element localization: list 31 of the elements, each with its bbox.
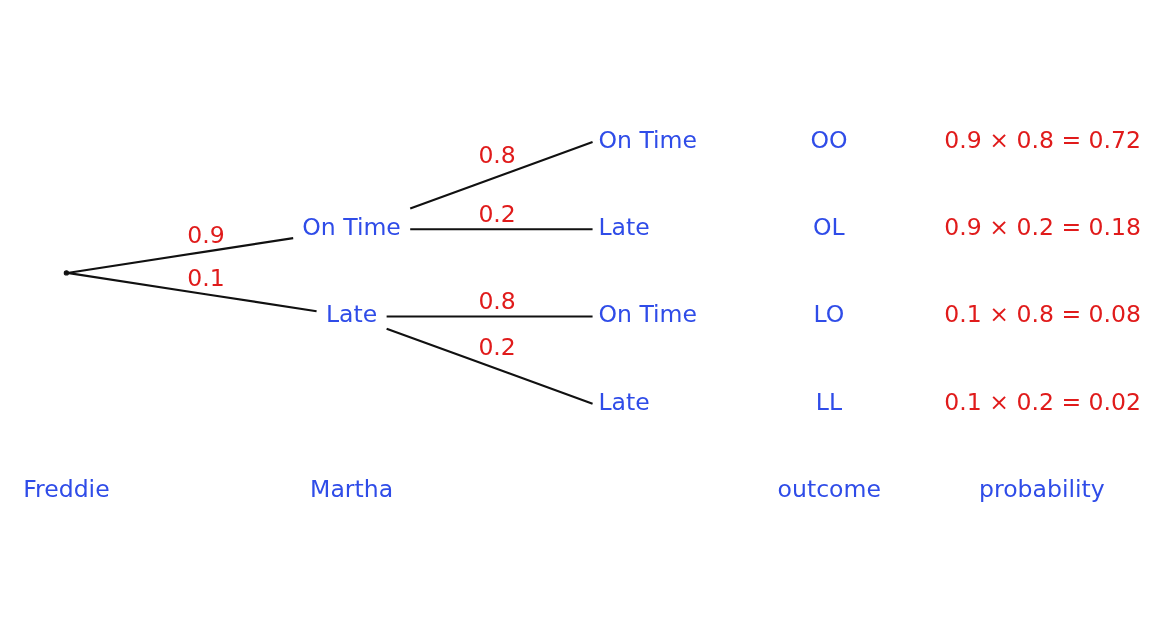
edge-label: 0.1 — [187, 263, 225, 292]
connector — [409, 141, 593, 210]
node-text: Late — [598, 213, 650, 242]
node-text: Late — [325, 300, 378, 329]
connector — [68, 272, 317, 313]
node-text: On Time — [302, 213, 401, 242]
node-label: 0.9 × 0.8 = 0.72 — [944, 125, 1142, 154]
node-label: LO — [813, 300, 845, 329]
edge-label: 0.2 — [478, 333, 516, 362]
node-label: OL — [812, 213, 845, 242]
node-label: OO — [810, 125, 848, 154]
label: Freddie — [23, 474, 110, 503]
node-label: 0.9 × 0.2 = 0.18 — [944, 213, 1142, 242]
edge-label: 0.8 — [478, 141, 516, 170]
connector — [410, 228, 593, 231]
edge-label: 0.9 — [187, 221, 225, 250]
node-text: Late — [598, 387, 650, 416]
node-text: On Time — [598, 125, 698, 154]
connector — [386, 315, 593, 318]
label: outcome — [777, 474, 881, 503]
connector — [386, 327, 593, 405]
connector — [68, 237, 294, 274]
node-label: 0.1 × 0.8 = 0.08 — [944, 300, 1142, 329]
edge-label: 0.2 — [478, 200, 516, 229]
node-label: 0.1 × 0.2 = 0.02 — [944, 387, 1142, 416]
label: probability — [979, 474, 1105, 503]
label: Martha — [310, 474, 394, 503]
node-label: LL — [815, 387, 843, 416]
edge-label: 0.8 — [478, 287, 516, 316]
node-point — [63, 270, 70, 276]
node-text: On Time — [598, 300, 698, 329]
